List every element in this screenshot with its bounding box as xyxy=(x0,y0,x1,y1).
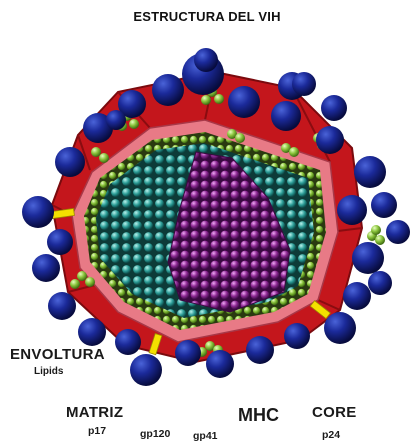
gp120-knob xyxy=(246,336,274,364)
gp120-knob xyxy=(337,195,367,225)
label-p17: p17 xyxy=(88,425,106,437)
mhc-protein xyxy=(91,147,101,157)
gp120-knob xyxy=(386,220,410,244)
mhc-protein xyxy=(129,119,139,129)
label-p24: p24 xyxy=(322,429,340,441)
gp120-knob xyxy=(130,354,162,386)
label-gp120: gp120 xyxy=(140,428,170,440)
gp120-knob xyxy=(228,86,260,118)
gp120-knob xyxy=(324,312,356,344)
label-mhc: MHC xyxy=(238,405,279,426)
label-core: CORE xyxy=(312,404,357,421)
label-lipids: Lipids xyxy=(34,366,63,377)
gp120-knob xyxy=(368,271,392,295)
gp120-knob xyxy=(22,196,54,228)
gp120-knob xyxy=(48,292,76,320)
mhc-protein xyxy=(371,225,381,235)
gp120-knob xyxy=(352,242,384,274)
label-gp41: gp41 xyxy=(193,430,218,442)
gp120-knob xyxy=(354,156,386,188)
gp120-knob xyxy=(106,110,126,130)
mhc-protein xyxy=(70,279,80,289)
mhc-protein xyxy=(99,153,109,163)
mhc-protein xyxy=(375,235,385,245)
gp120-knob xyxy=(316,126,344,154)
gp120-knob xyxy=(194,48,218,72)
gp120-knob xyxy=(78,318,106,346)
gp120-knob xyxy=(343,282,371,310)
gp120-knob xyxy=(32,254,60,282)
gp120-knob xyxy=(206,350,234,378)
gp120-knob xyxy=(271,101,301,131)
label-matriz: MATRIZ xyxy=(66,404,123,421)
gp120-knob xyxy=(55,147,85,177)
gp120-knob xyxy=(152,74,184,106)
mhc-protein xyxy=(235,133,245,143)
mhc-protein xyxy=(201,95,211,105)
mhc-protein xyxy=(214,94,224,104)
gp120-knob xyxy=(371,192,397,218)
gp120-knob xyxy=(47,229,73,255)
gp120-knob xyxy=(175,340,201,366)
gp120-knob xyxy=(284,323,310,349)
mhc-protein xyxy=(289,147,299,157)
gp120-knob xyxy=(321,95,347,121)
gp120-knob xyxy=(292,72,316,96)
gp120-knob xyxy=(115,329,141,355)
mhc-protein xyxy=(85,277,95,287)
mhc-protein xyxy=(77,271,87,281)
label-envoltura: ENVOLTURA xyxy=(10,346,105,363)
